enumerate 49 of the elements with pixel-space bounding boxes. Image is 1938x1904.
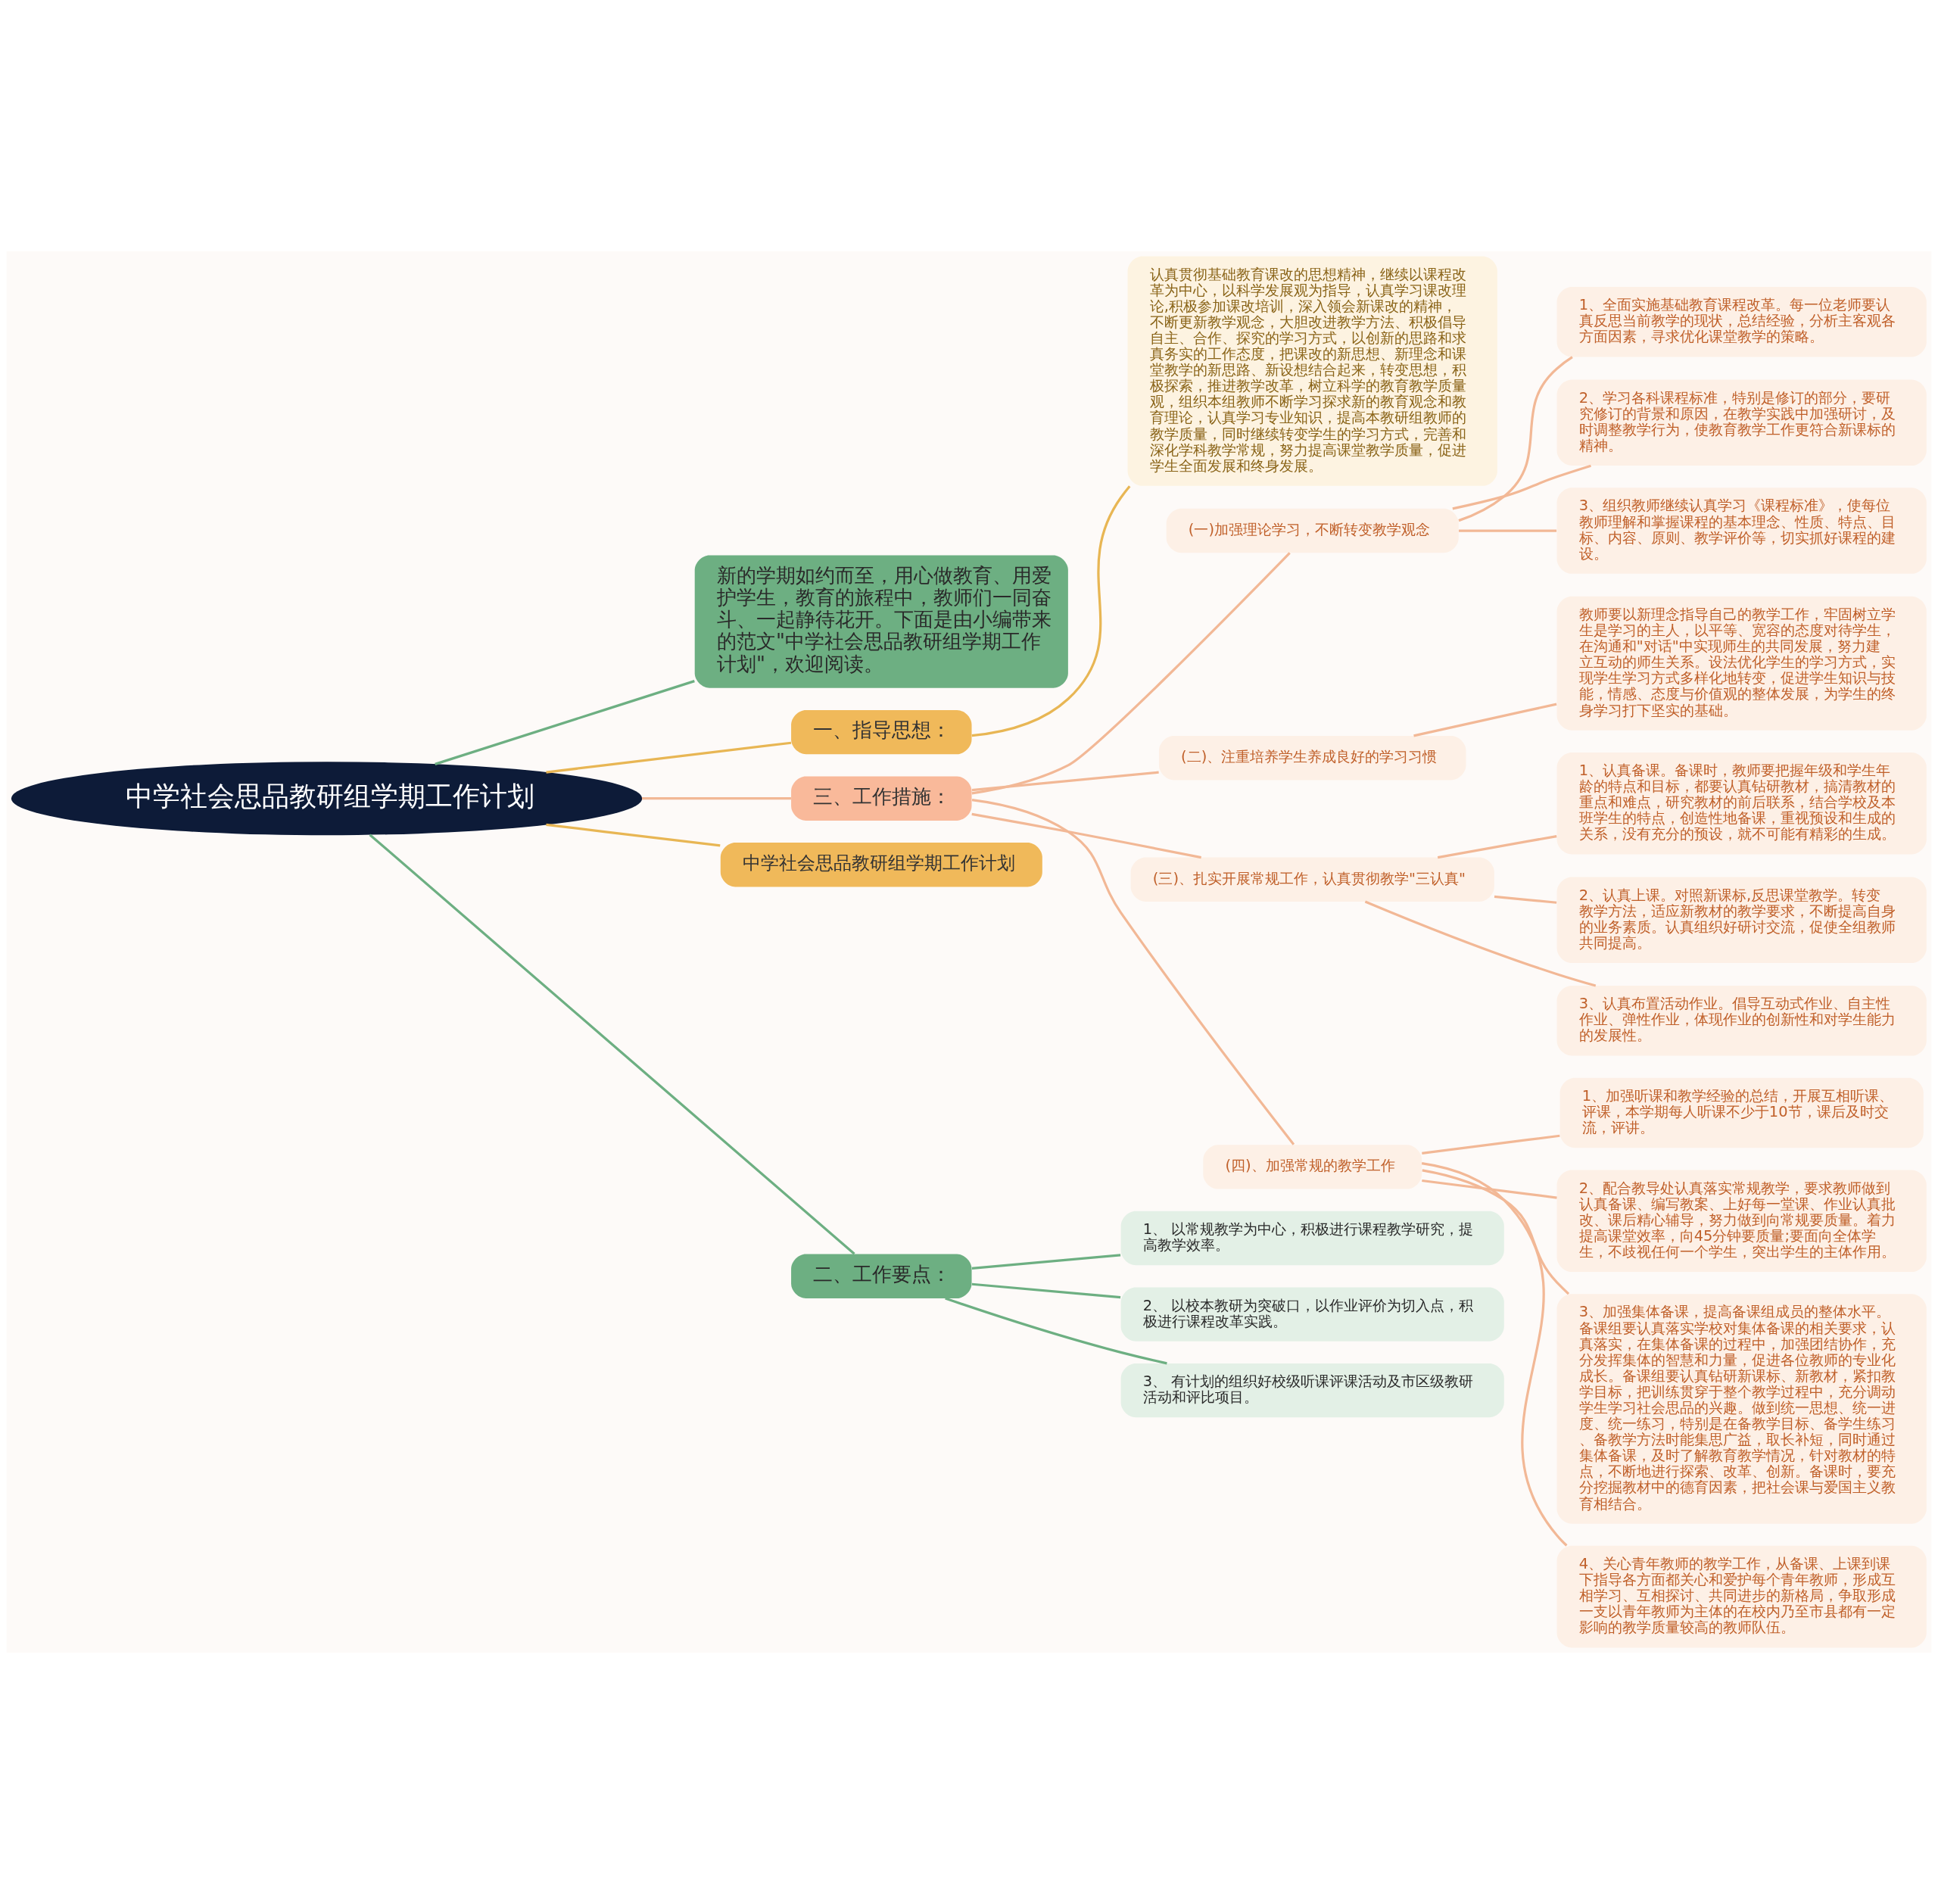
- connector: [971, 1282, 1121, 1299]
- node-box: 三、工作措施：: [791, 776, 972, 821]
- connector: [1422, 1169, 1570, 1295]
- node-box: 二、工作要点：: [791, 1254, 972, 1298]
- connector: [971, 812, 1201, 859]
- node-box: 2、 以校本教研为突破口，以作业评价为切入点，积极进行课程改革实践。: [1120, 1287, 1504, 1342]
- node-box: 2、认真上课。对照新课标,反思课堂教学。转变教学方法，适应新教材的教学要求，不断提高自身的业务素质。认真组织好研讨交流，促使全组教师共同提高。: [1556, 877, 1927, 964]
- connector: [971, 552, 1291, 795]
- node-box: (三)、扎实开展常规工作，认真贯彻教学"三认真": [1130, 857, 1494, 902]
- connector: [1422, 1179, 1557, 1199]
- connector: [1452, 464, 1591, 510]
- connector: [1458, 356, 1573, 522]
- node-ellipse: 中学社会思品教研组学期工作计划: [11, 762, 643, 836]
- connector: [1364, 900, 1597, 987]
- node-box: 一、指导思想：: [791, 709, 972, 755]
- node-box: 3、认真布置活动作业。倡导互动式作业、自主性作业、弹性作业，体现作业的创新性和对学生能力的发展性。: [1556, 986, 1927, 1056]
- connector: [945, 1297, 1167, 1365]
- connector: [971, 1254, 1121, 1270]
- node-box: 3、组织教师继续认真学习《课程标准》，使每位教师理解和掌握课程的基本理念、性质、特点、目标、内容、原则、教学评价等，切实抓好课程的建设。: [1556, 488, 1927, 574]
- connector: [546, 823, 721, 847]
- connector: [1422, 1134, 1560, 1155]
- node-box: 1、认真备课。备课时，教师要把握年级和学生年龄的特点和目标，都要认真钻研教材，搞清教材的重点和难点，研究教材的前后联系，结合学校及本班学生的特点，创造性地备课，重视预设和生成的关系，没有充分的预设，就不可能有精彩的生成。: [1556, 752, 1927, 855]
- connector: [1458, 529, 1557, 532]
- node-box: 2、配合教导处认真落实常规教学，要求教师做到认真备课、编写教案、上好每一堂课、作业认真批改、课后精心辅导，努力做到向常规要质量。着力提高课堂效率，向45分钟要质量;要面向全体学生，不歧视任何一个学生，突出学生的主体作用。: [1556, 1170, 1927, 1273]
- connector: [1437, 834, 1557, 859]
- connector: [1421, 1162, 1568, 1547]
- node-box: 认真贯彻基础教育课改的思想精神，继续以课程改革为中心，以科学发展观为指导，认真学习课改理论,积极参加课改培训，深入领会新课改的精神，不断更新教学观念，大胆改进教学方法、积极倡导自主、合作、探究的学习方式，以创新的思路和求真务实的工作态度，把课改的新思想、新理念和课堂教学的新思路、新设想结合起来，转变思想，积极探索，推进教学改革，树立科学的教育教学质量观，组织本组教师不断学习探求新的教育观念和教育理论，认真学习专业知识，提高本教研组教师的教学质量，同时继续转变学生的学习方式，完善和深化学科教学常规，努力提高课堂教学质量，促进学生全面发展和终身发展。: [1127, 256, 1497, 486]
- connector: [642, 797, 791, 800]
- connector: [1494, 895, 1557, 904]
- node-box: 2、学习各科课程标准，特别是修订的部分，要研究修订的背景和原因，在教学实践中加强研讨，及时调整教学行为，使教育教学工作更符合新课标的精神。: [1556, 379, 1927, 466]
- node-box: 4、关心青年教师的教学工作，从备课、上课到课下指导各方面都关心和爱护每个青年教师，形成互相学习、互相探讨、共同进步的新格局，争取形成一支以青年教师为主体的在校内乃至市县都有一定影响的教学质量较高的教师队伍。: [1556, 1545, 1927, 1648]
- node-box: 教师要以新理念指导自己的教学工作，牢固树立学生是学习的主人，以平等、宽容的态度对待学生，在沟通和"对话"中实现师生的共同发展，努力建立互动的师生关系。设法优化学生的学习方式，实现学生学习方式多样化地转变，促进学生知识与技能，情感、态度与价值观的整体发展，为学生的终身学习打下坚实的基础。: [1556, 596, 1927, 731]
- node-box: 3、加强集体备课，提高备课组成员的整体水平。备课组要认真落实学校对集体备课的相关要求，认真落实，在集体备课的过程中，加强团结协作，充分发挥集体的智慧和力量，促进各位教师的专业化成长。备课组要认真钻研新课标、新教材，紧扣教学目标，把训练贯穿于整个教学过程中，充分调动学生学习社会思品的兴趣。做到统一思想、统一进度、统一练习，特别是在备教学目标、备学生练习、备教学方法时能集思广益，取长补短，同时通过集体备课，及时了解教育教学情况，针对教材的特点，不断地进行探索、改革、创新。备课时，要充分挖掘教材中的德育因素，把社会课与爱国主义教育相结合。: [1556, 1294, 1927, 1524]
- node-box: 1、 以常规教学为中心，积极进行课程教学研究，提高教学效率。: [1120, 1211, 1504, 1266]
- connector: [435, 680, 695, 765]
- connector: [971, 799, 1295, 1145]
- node-box: 1、加强听课和教学经验的总结，开展互相听课、评课，本学期每人听课不少于10节，课后及时交流，评讲。: [1559, 1077, 1924, 1148]
- connector: [971, 485, 1131, 737]
- node-box: (四)、加强常规的教学工作: [1203, 1145, 1422, 1189]
- node-box: (一)加强理论学习，不断转变教学观念: [1166, 508, 1459, 553]
- connector: [1413, 703, 1557, 737]
- connector: [369, 834, 855, 1255]
- connector: [971, 771, 1159, 792]
- node-box: 中学社会思品教研组学期工作计划: [720, 843, 1042, 887]
- node-box: 1、全面实施基础教育课程改革。每一位老师要认真反思当前教学的现状，总结经验，分析主客观各方面因素，寻求优化课堂教学的策略。: [1556, 287, 1927, 357]
- connector: [546, 741, 792, 774]
- node-box: 3、 有计划的组织好校级听课评课活动及市区级教研活动和评比项目。: [1120, 1363, 1504, 1418]
- node-box: (二)、注重培养学生养成良好的学习习惯: [1158, 736, 1466, 781]
- node-box: 新的学期如约而至，用心做教育、用爱护学生，教育的旅程中，教师们一同奋斗、一起静待花开。下面是由小编带来的范文"中学社会思品教研组学期工作计划"，欢迎阅读。: [694, 555, 1068, 688]
